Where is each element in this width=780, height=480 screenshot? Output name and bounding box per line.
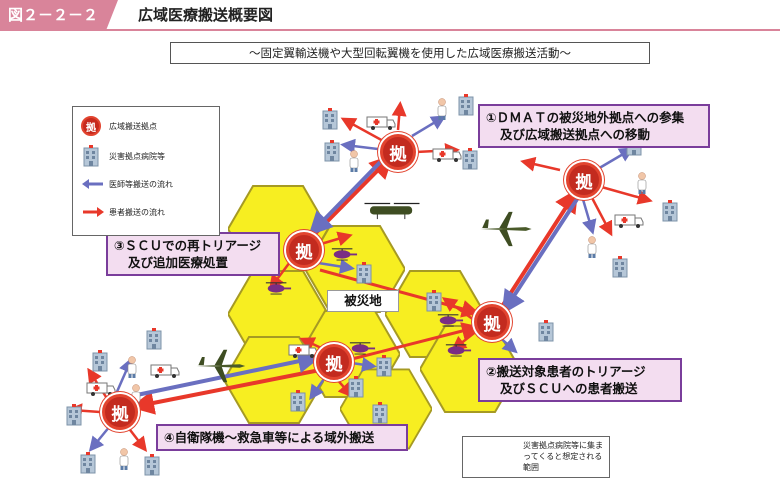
hospital-icon [92,350,108,372]
staff-icon [637,172,647,194]
hospital-icon [348,376,364,398]
legend-row-hub: 拠 広域搬送拠点 [81,115,157,137]
ambulance-icon [150,364,180,378]
transport-helicopter-icon [364,202,420,220]
hospital-icon [662,200,678,222]
staff-icon [119,448,129,470]
legend-label-patient-flow: 患者搬送の流れ [109,207,165,217]
callout-step-2-line2: 及びＳＣＵへの患者搬送 [500,381,638,396]
patient-arrow [490,188,579,324]
transport-plane-icon [480,211,532,247]
red-arrow-icon [83,207,104,217]
hospital-icon [356,262,372,284]
transport-hub-top-right: 拠 [566,162,602,198]
area-legend-box: 災害拠点病院等に集まってくると想定される範囲 [462,436,610,478]
hub-icon: 拠 [81,116,101,136]
callout-step-3: ③ＳＣＵでの再トリアージ 及び追加医療処置 [106,232,280,276]
transport-hub-scu: 拠 [286,232,322,268]
subtitle-box: ～固定翼輸送機や大型回転翼機を使用した広域医療搬送活動～ [170,42,650,64]
doctor-arrow [308,148,394,236]
hospital-icon [66,404,82,426]
staff-icon [127,356,137,378]
ambulance-icon [432,148,462,162]
legend-label-hub: 広域搬送拠点 [109,121,157,131]
hospital-icon [144,454,160,476]
disaster-area-label: 被災地 [327,290,399,312]
callout-step-2-line1: ②搬送対象患者のトリアージ [486,364,646,379]
transport-hub-disaster-right: 拠 [474,304,510,340]
transport-hub-left-bottom: 拠 [102,394,138,430]
staff-icon [349,150,359,172]
header-divider [0,29,780,31]
header-bar: 図２－２－２ 広域医療搬送概要図 [0,0,780,31]
patient-arrow [347,322,480,362]
hospital-icon [462,148,478,170]
hospital-icon [458,94,474,116]
figure-number-tab: 図２－２－２ [0,0,118,30]
callout-step-4-line1: ④自衛隊機～救急車等による域外搬送 [164,430,375,445]
legend-row-doctor-flow: 医師等搬送の流れ [81,173,173,195]
legend-label-doctor-flow: 医師等搬送の流れ [109,179,173,189]
hospital-icon [80,452,96,474]
legend-row-hospital: 災害拠点病院等 [81,145,165,167]
hospital-icon [146,328,162,350]
transport-hub-disaster-lower: 拠 [316,344,352,380]
hospital-icon [322,108,338,130]
callout-step-3-line2: 及び追加医療処置 [128,255,229,270]
callout-step-3-line1: ③ＳＣＵでの再トリアージ [114,238,262,253]
doctor-arrow [501,188,585,315]
callout-step-2: ②搬送対象患者のトリアージ 及びＳＣＵへの患者搬送 [478,358,682,402]
hospital-icon [612,256,628,278]
hospital-icon [83,145,99,167]
staff-icon [587,236,597,258]
hospital-icon [372,402,388,424]
ambulance-icon [614,214,644,228]
blue-arrow-icon [82,179,103,189]
callout-step-1: ①ＤＭＡＴの被災地外拠点への参集 及び広域搬送拠点への移動 [478,104,710,148]
legend-box: 拠 広域搬送拠点 災害拠点病院等 医師等搬送の流れ 患者搬送の流れ [72,106,220,236]
hospital-icon [538,320,554,342]
hospital-icon [426,290,442,312]
area-legend-text: 災害拠点病院等に集まってくると想定される範囲 [523,441,603,472]
legend-label-hospital: 災害拠点病院等 [109,151,165,161]
hospital-icon [376,355,392,377]
callout-step-4: ④自衛隊機～救急車等による域外搬送 [156,424,408,451]
ambulance-icon [86,382,116,396]
legend-row-patient-flow: 患者搬送の流れ [81,201,165,223]
staff-icon [437,98,447,120]
hospital-icon [290,390,306,412]
ambulance-icon [366,116,396,130]
callout-step-1-line2: 及び広域搬送拠点への移動 [500,127,651,142]
patient-arrow [130,366,331,415]
page-title: 広域医療搬送概要図 [138,6,274,24]
transport-hub-top-center: 拠 [380,134,416,170]
callout-step-1-line1: ①ＤＭＡＴの被災地外拠点への参集 [486,110,685,125]
hospital-icon [324,140,340,162]
